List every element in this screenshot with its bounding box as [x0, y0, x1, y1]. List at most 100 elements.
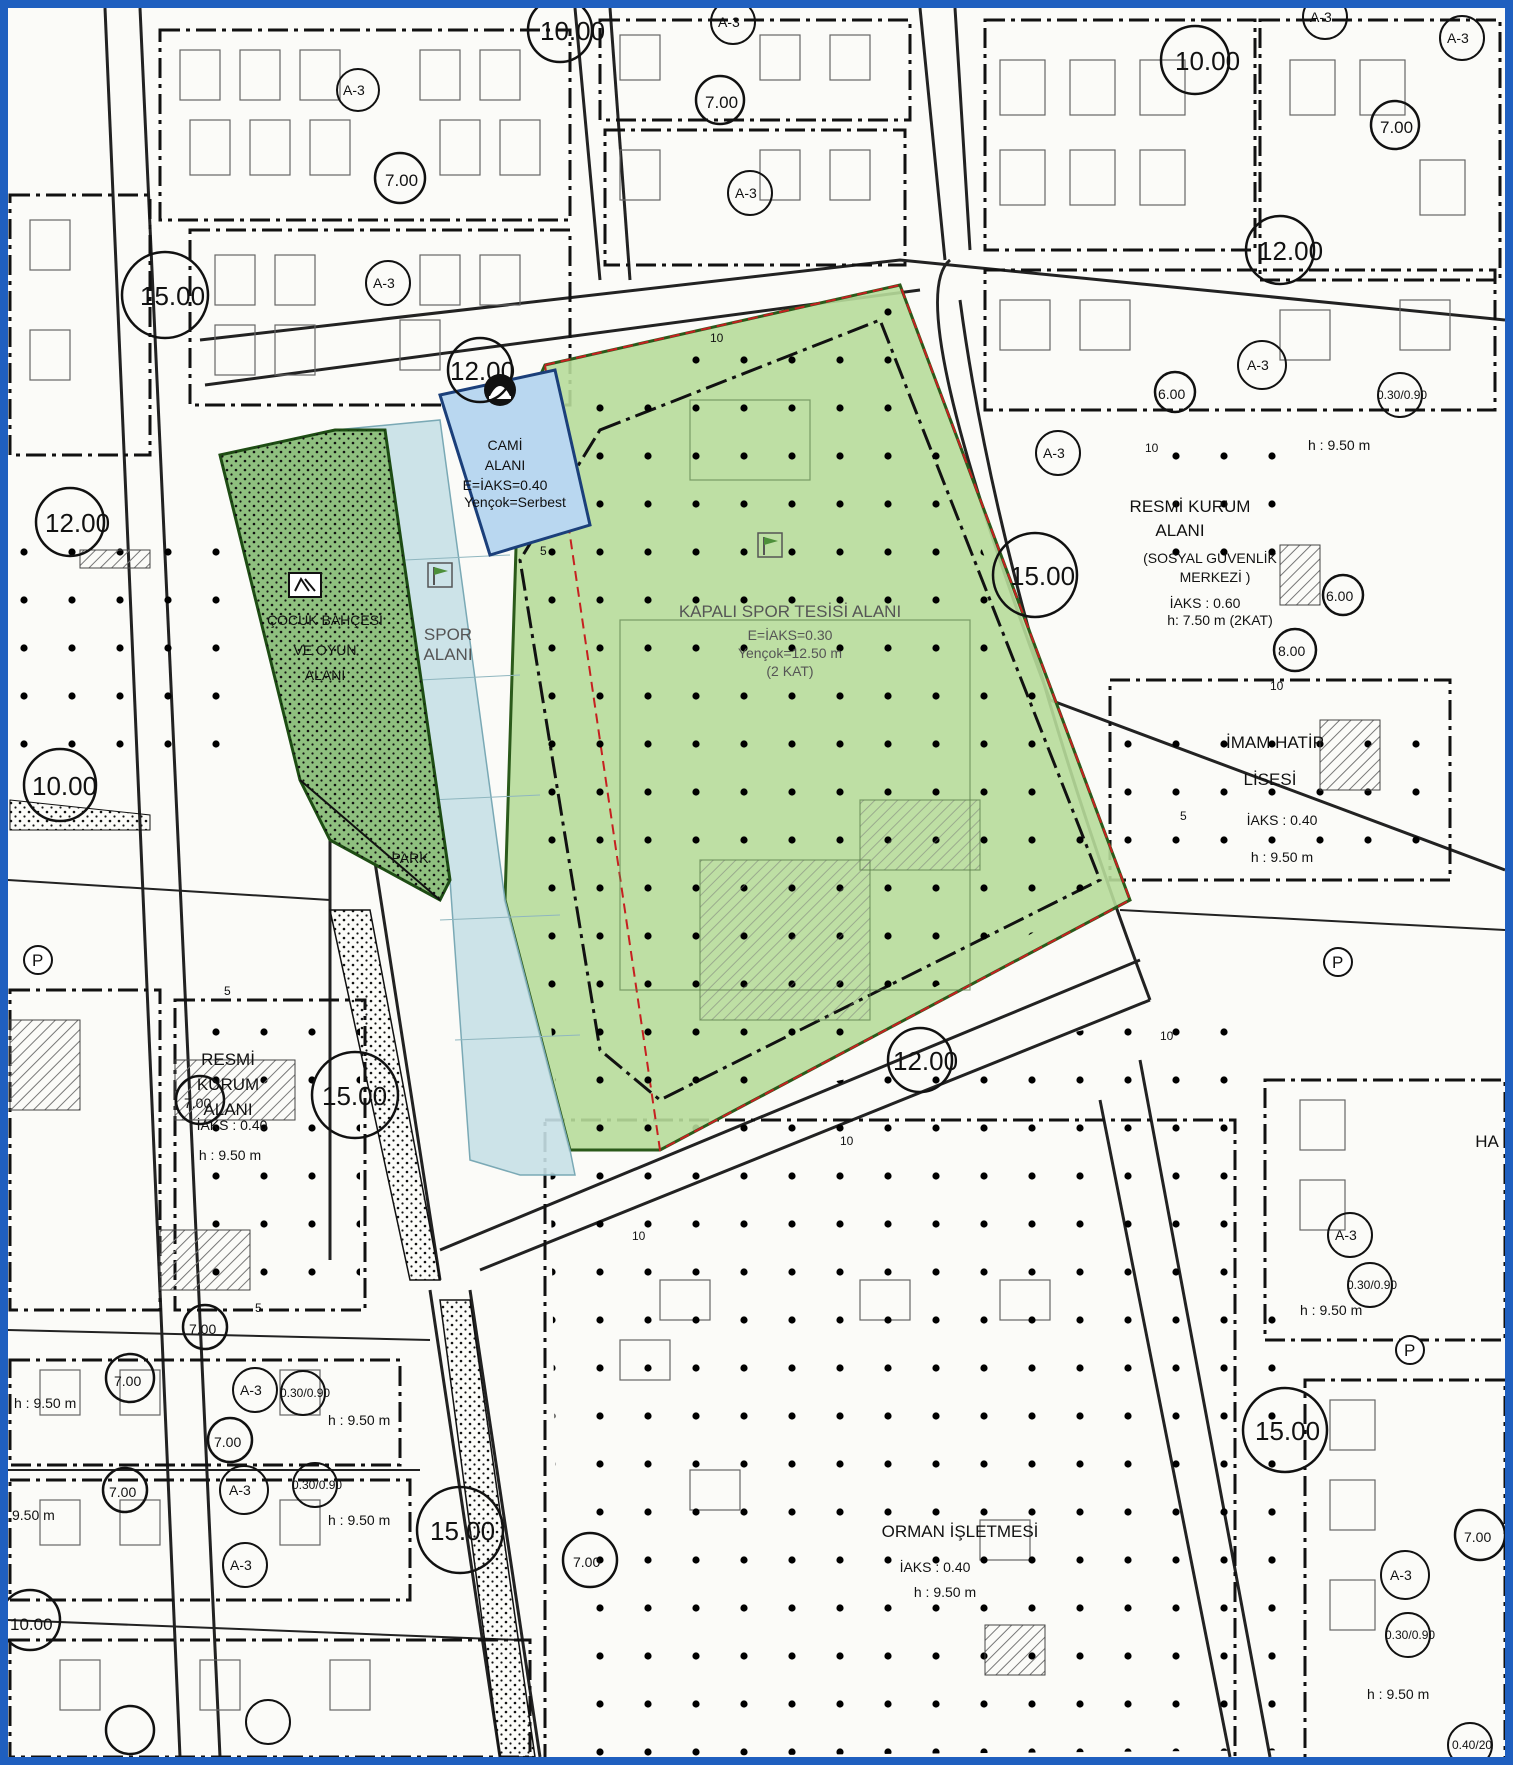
- building-order-label: A-3: [1310, 9, 1332, 25]
- sports-facility-label: (2 KAT): [766, 663, 813, 679]
- hatched-buildings: [9, 544, 1381, 1676]
- building-order-label: A-3: [229, 1482, 251, 1498]
- road-width-label: 15.00: [1255, 1416, 1320, 1446]
- official-north-label: h: 7.50 m (2KAT): [1167, 612, 1273, 628]
- road-width-label: 10.00: [1175, 46, 1240, 76]
- road-width-label: 7.00: [1380, 118, 1413, 137]
- density-markers: [280, 372, 1493, 1757]
- playground-label: ALANI: [305, 667, 345, 683]
- road-width-label: 7.00: [385, 171, 418, 190]
- building-footprints: [29, 34, 1466, 1711]
- mosque-zone: [438, 368, 592, 557]
- setback-label: 10: [1270, 679, 1284, 693]
- parking-markers: [23, 945, 1425, 1365]
- road-width-label: 12.00: [450, 356, 515, 386]
- sports-field-label: SPOR: [424, 625, 472, 644]
- height-label: h : 9.50 m: [1367, 1686, 1429, 1702]
- road-width-label: 6.00: [1158, 386, 1185, 402]
- density-label: 0.40/20: [1452, 1738, 1492, 1752]
- road-width-label: 6.00: [1326, 588, 1353, 604]
- road-width-label: 7.00: [1464, 1529, 1491, 1545]
- road-width-label: 7.00: [573, 1554, 600, 1570]
- official-west-label: RESMİ: [201, 1050, 255, 1069]
- road-width-label: 12.00: [893, 1046, 958, 1076]
- mosque-icon: [484, 374, 516, 406]
- building-order-label: A-3: [373, 275, 395, 291]
- official-west-label: ALANI: [203, 1100, 252, 1119]
- partial-zone-label: HA: [1475, 1132, 1499, 1151]
- road-width-label: 7.00: [705, 93, 738, 112]
- road-width-label: 7.00: [214, 1434, 241, 1450]
- school-label: h : 9.50 m: [1251, 849, 1313, 865]
- official-west-label: KURUM: [197, 1075, 259, 1094]
- density-label: 0.30/0.90: [1377, 388, 1427, 402]
- mosque-zone-label: Yençok=Serbest: [464, 494, 566, 510]
- height-label: h : 9.50 m: [328, 1412, 390, 1428]
- mosque-zone-label: E=İAKS=0.40: [463, 476, 548, 493]
- sports-field-label: ALANI: [423, 645, 472, 664]
- density-label: 0.30/0.90: [292, 1478, 342, 1492]
- official-north-label: ALANI: [1155, 521, 1204, 540]
- playground-icon: [288, 572, 322, 598]
- height-label: 9.50 m: [12, 1507, 55, 1523]
- building-order-label: A-3: [240, 1382, 262, 1398]
- road-width-markers: [8, 8, 1505, 1756]
- forestry-label: ORMAN İŞLETMESİ: [882, 1522, 1039, 1541]
- playground-label: ÇOCUK BAHÇESİ: [267, 611, 383, 628]
- setback-label: 5: [255, 1301, 262, 1315]
- setback-label: 10: [1145, 441, 1159, 455]
- road-width-label: 15.00: [140, 281, 205, 311]
- road-width-label: 7.00: [184, 1095, 211, 1111]
- road-width-label: 10.00: [10, 1615, 53, 1634]
- setback-label: 10: [840, 1134, 854, 1148]
- building-order-markers: [219, 8, 1485, 1745]
- setback-label: 5: [540, 544, 547, 558]
- sports-facility-label: Yençok=12.50 m: [738, 645, 842, 661]
- forestry-label: h : 9.50 m: [914, 1584, 976, 1600]
- mosque-zone-label: ALANI: [485, 457, 525, 473]
- building-order-label: A-3: [1447, 30, 1469, 46]
- road-width-label: 12.00: [1258, 236, 1323, 266]
- road-width-label: 7.00: [109, 1484, 136, 1500]
- road-width-label: 15.00: [1010, 561, 1075, 591]
- parking-label: P: [1332, 953, 1343, 972]
- sports-facility-label: E=İAKS=0.30: [748, 626, 833, 643]
- official-west-label: İAKS : 0.40: [197, 1116, 268, 1133]
- height-label: h : 9.50 m: [14, 1395, 76, 1411]
- setback-label: 10: [632, 1229, 646, 1243]
- setback-label: 10: [1160, 1029, 1174, 1043]
- park-label: PARK: [391, 850, 429, 866]
- road-width-label: 12.00: [45, 508, 110, 538]
- school-label: İMAM HATİP: [1226, 733, 1324, 752]
- road-width-label: 15.00: [430, 1516, 495, 1546]
- setback-label: 10: [710, 331, 724, 345]
- official-west-label: h : 9.50 m: [199, 1147, 261, 1163]
- building-order-label: A-3: [1390, 1567, 1412, 1583]
- road-width-label: 7.00: [114, 1373, 141, 1389]
- flag-icon: [757, 532, 783, 558]
- official-north-label: İAKS : 0.60: [1170, 594, 1241, 611]
- density-label: 0.30/0.90: [1347, 1278, 1397, 1292]
- height-label: h : 9.50 m: [1308, 437, 1370, 453]
- parking-label: P: [1404, 1341, 1415, 1360]
- official-north-label: MERKEZİ ): [1180, 568, 1251, 585]
- road-width-label: 10.00: [540, 16, 605, 46]
- height-label: h : 9.50 m: [1300, 1302, 1362, 1318]
- building-order-label: A-3: [1335, 1227, 1357, 1243]
- flag-icon: [427, 562, 453, 588]
- building-order-label: A-3: [1043, 445, 1065, 461]
- project-area: [218, 283, 1132, 1176]
- official-north-label: RESMİ KURUM: [1130, 497, 1251, 516]
- road-width-label: 8.00: [1278, 643, 1305, 659]
- density-label: 0.30/0.90: [1385, 1628, 1435, 1642]
- density-label: 0.30/0.90: [280, 1386, 330, 1400]
- school-label: İAKS : 0.40: [1247, 811, 1318, 828]
- zoning-plan-map: 10.00 10.00 7.00 7.00 7.00 15.00 12.00 1…: [8, 8, 1505, 1757]
- official-north-label: (SOSYAL GÜVENLİK: [1143, 549, 1277, 566]
- building-order-label: A-3: [735, 185, 757, 201]
- building-order-label: A-3: [1247, 357, 1269, 373]
- playground-label: VE OYUN: [293, 642, 356, 658]
- road-width-label: 10.00: [32, 771, 97, 801]
- building-order-label: A-3: [343, 82, 365, 98]
